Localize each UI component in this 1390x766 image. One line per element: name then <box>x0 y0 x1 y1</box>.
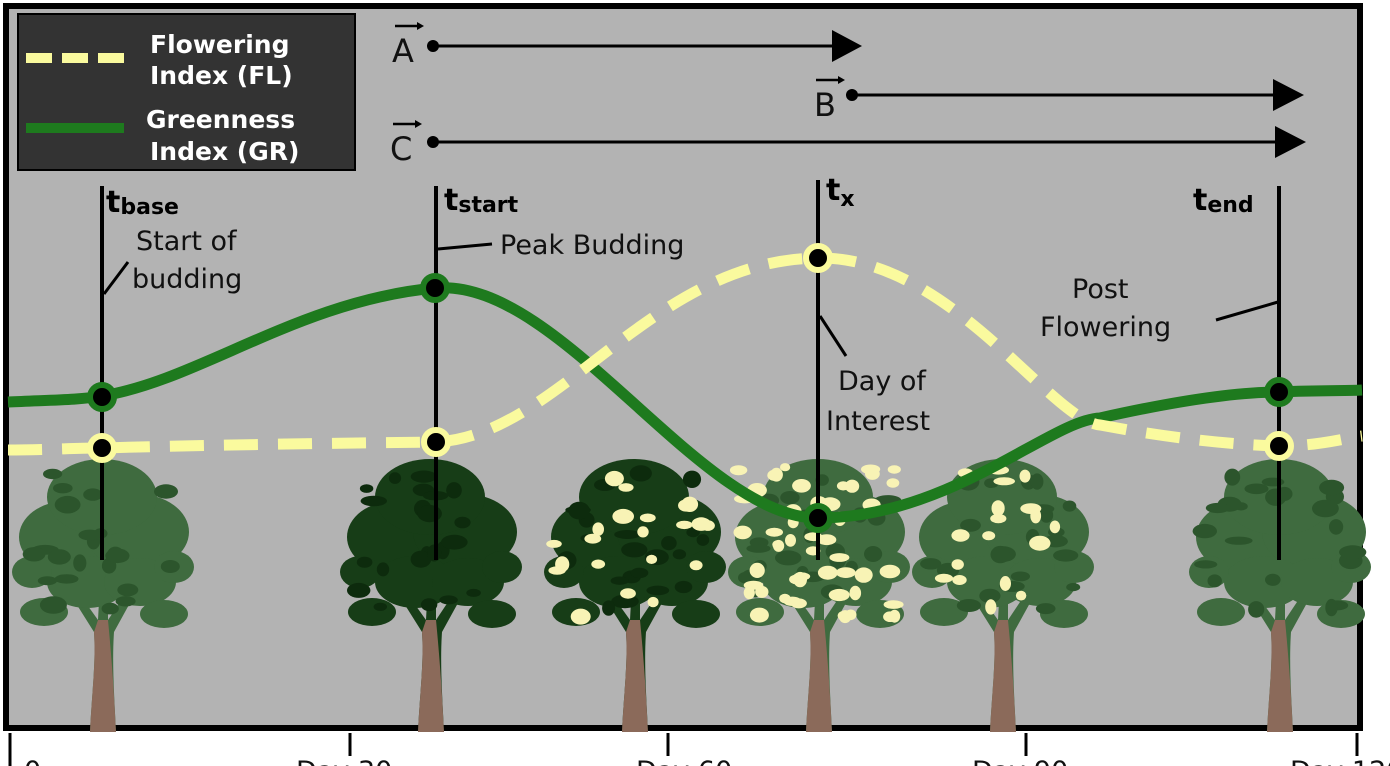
vector-a: A <box>392 22 862 70</box>
vector-b-label: B <box>814 86 836 124</box>
day-of-interest-leader <box>818 315 848 357</box>
fl-marker-base <box>87 433 117 463</box>
fl-marker-start <box>421 427 451 457</box>
gr-marker-start <box>420 273 450 303</box>
axis-label-day60: Day 60 <box>636 756 732 766</box>
vector-b: B <box>814 76 1304 124</box>
tree-end <box>1189 459 1371 732</box>
peak-budding-leader <box>437 242 493 251</box>
start-budding-leader <box>102 261 130 295</box>
day-of-interest-label-1: Day of <box>838 366 927 397</box>
legend-flowering-line2: Index (FL) <box>150 61 293 90</box>
vector-c-label: C <box>390 130 412 168</box>
post-flowering-leader <box>1215 300 1279 322</box>
axis-label-day120: Day 120 <box>1290 756 1390 766</box>
tree-base <box>12 459 194 732</box>
legend: Flowering Index (FL) Greenness Index (GR… <box>17 13 356 171</box>
greenness-index-curve <box>7 282 1363 524</box>
start-budding-label-1: Start of <box>136 226 238 257</box>
t-x-label: tx <box>826 173 855 212</box>
axis-label-0: 0 <box>24 756 41 766</box>
tree-late-bloom <box>912 459 1094 732</box>
axis-label-day30: Day 30 <box>296 756 392 766</box>
curve-markers <box>87 243 1294 533</box>
vector-b-arrowhead <box>1273 79 1304 111</box>
t-base-label: tbase <box>106 185 179 220</box>
t-end-label: tend <box>1193 183 1254 218</box>
flowering-index-curve <box>7 252 1363 456</box>
axis-label-day90: Day 90 <box>972 756 1068 766</box>
post-flowering-label-2: Flowering <box>1040 312 1171 343</box>
legend-greenness-line1: Greenness <box>146 105 295 134</box>
vector-c-arrowhead <box>1275 126 1306 158</box>
gr-marker-x <box>803 503 833 533</box>
peak-budding-label: Peak Budding <box>500 230 684 261</box>
legend-flowering-line1: Flowering <box>150 30 289 59</box>
vector-a-arrowhead <box>832 30 862 62</box>
fl-marker-end <box>1264 431 1294 461</box>
legend-box <box>17 13 356 171</box>
vector-c: C <box>390 120 1306 168</box>
tree-early-bloom <box>544 459 726 732</box>
legend-greenness-line2: Index (GR) <box>150 137 299 166</box>
post-flowering-label-1: Post <box>1072 274 1129 305</box>
fl-marker-x <box>803 243 833 273</box>
gr-marker-base <box>87 382 117 412</box>
day-of-interest-label-2: Interest <box>826 406 930 437</box>
gr-marker-end <box>1264 377 1294 407</box>
t-start-label: tstart <box>444 183 519 218</box>
vector-a-label: A <box>392 32 414 70</box>
time-axis <box>8 733 1359 766</box>
start-budding-label-2: budding <box>132 264 242 295</box>
tree-row <box>12 459 1371 732</box>
